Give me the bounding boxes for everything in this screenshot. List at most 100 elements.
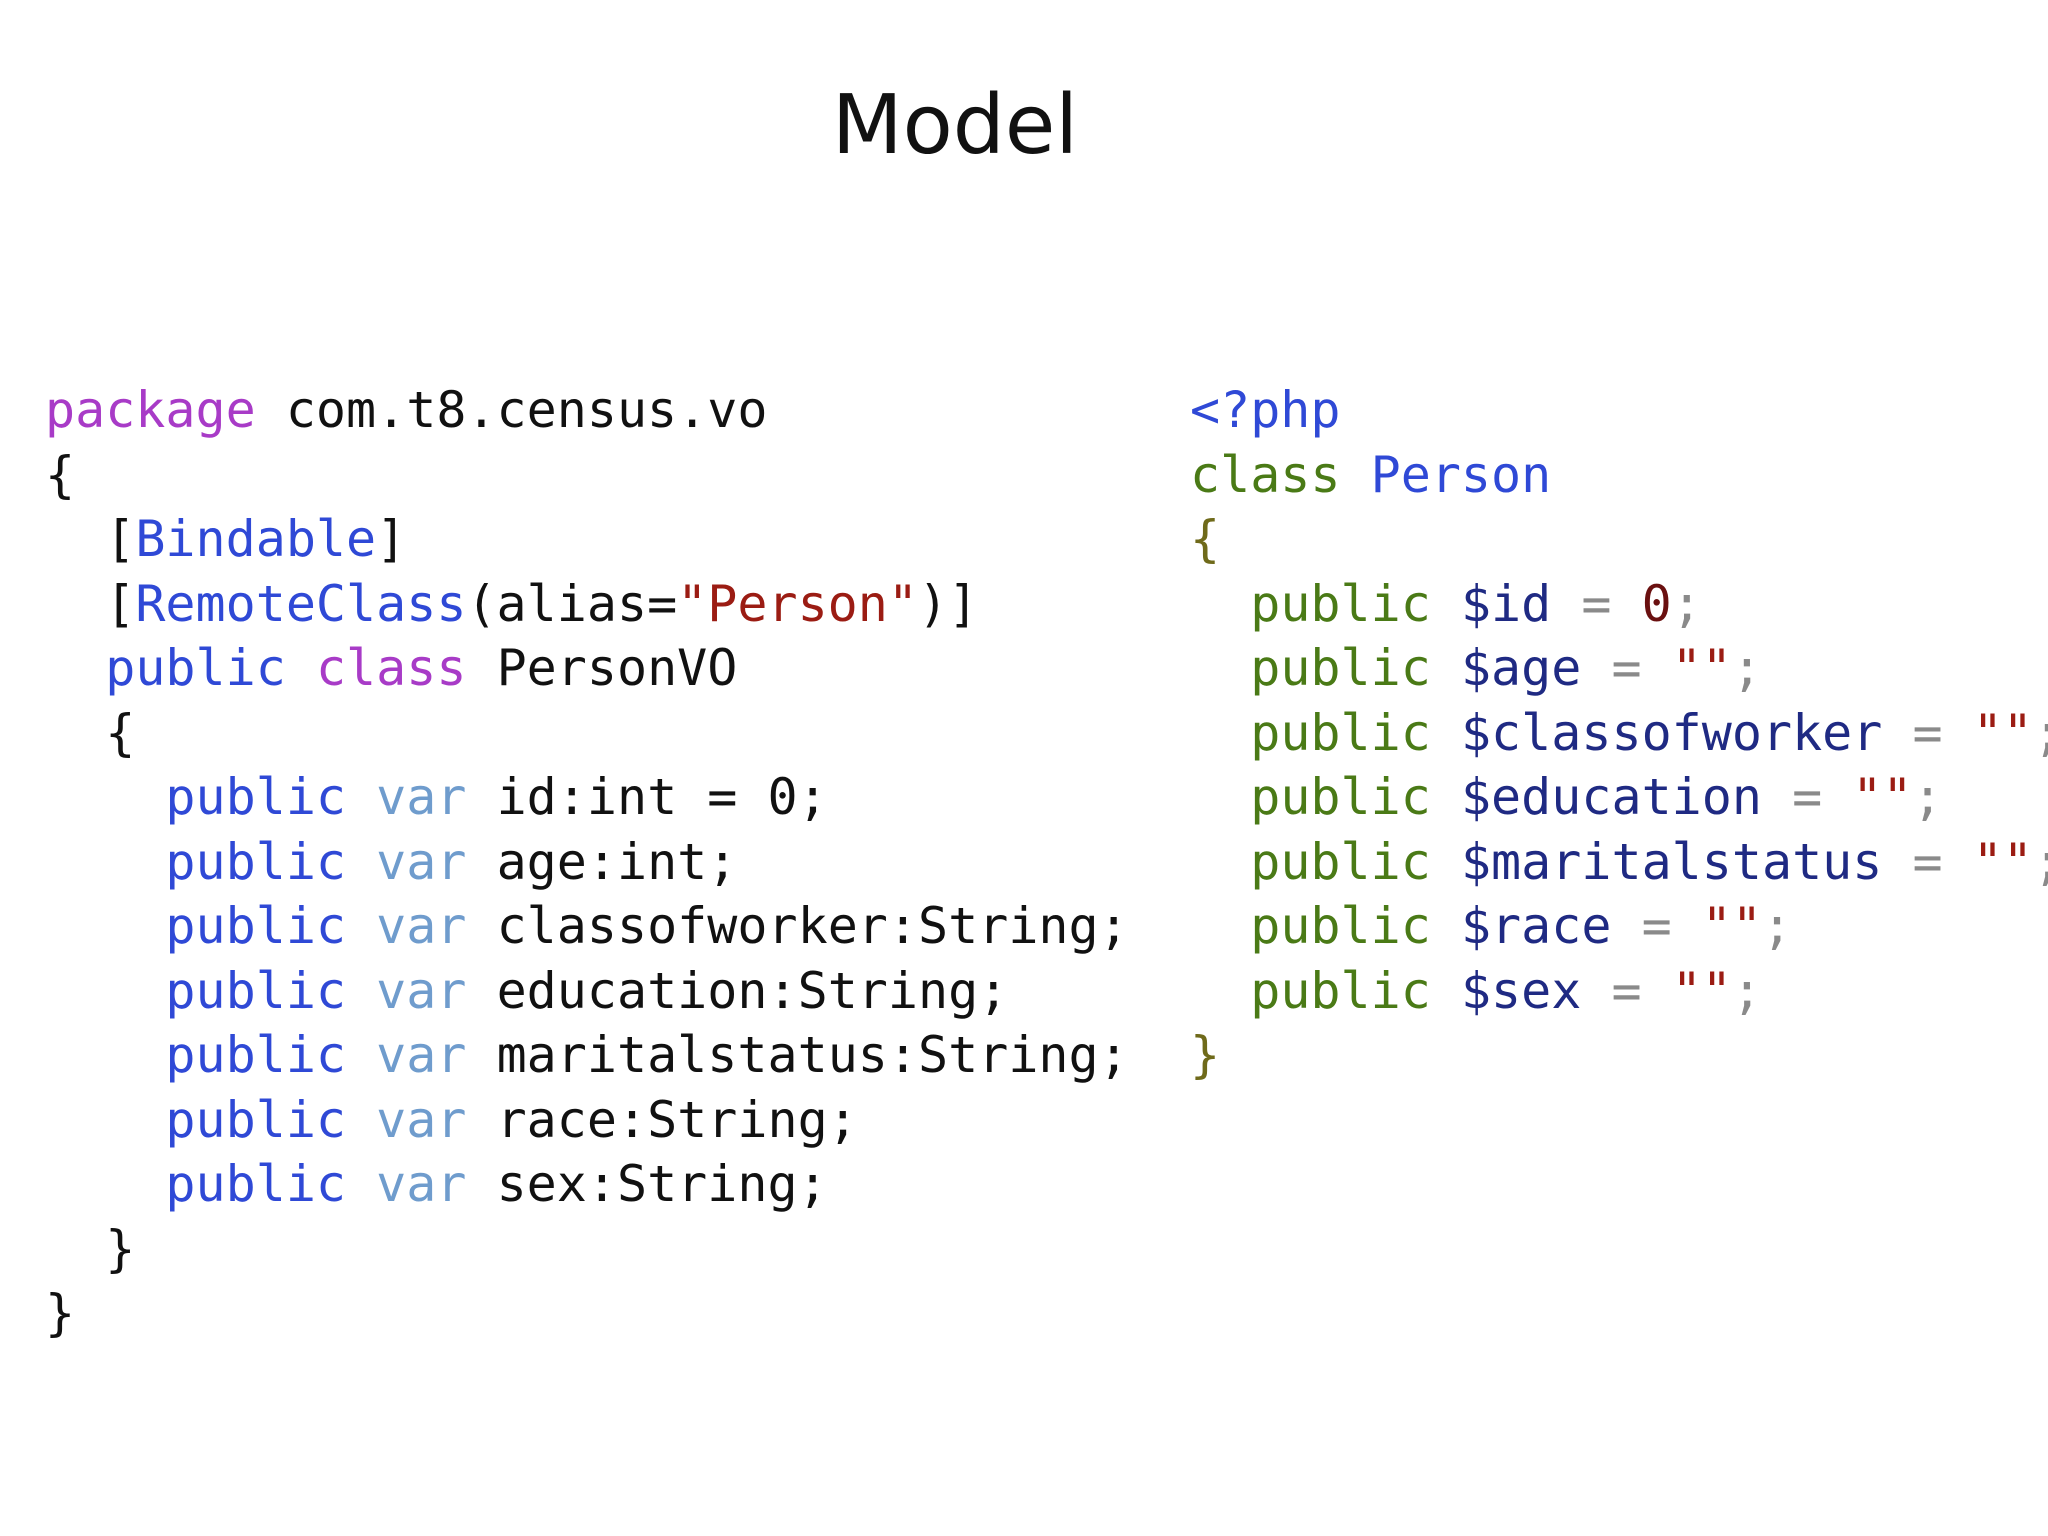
code-token: { — [45, 703, 136, 762]
code-token: $id — [1460, 574, 1552, 633]
code-token: $maritalstatus — [1460, 832, 1883, 891]
code-token — [1190, 833, 1250, 891]
code-token: = — [1551, 574, 1642, 633]
code-token — [1190, 575, 1250, 633]
code-token: 0 — [1641, 574, 1672, 633]
code-token: public — [105, 639, 286, 697]
actionscript-code-line: public class PersonVO — [45, 636, 1129, 701]
code-token — [346, 1026, 376, 1084]
code-token: public — [1250, 961, 1431, 1020]
code-token: $race — [1460, 897, 1612, 955]
code-token: = — [1882, 703, 1973, 762]
code-token: public — [165, 1026, 347, 1084]
code-token — [1431, 897, 1461, 955]
code-token — [1431, 704, 1461, 762]
php-code-line: } — [1190, 1023, 2048, 1088]
php-code-line: public $maritalstatus = ""; — [1190, 830, 2048, 895]
code-token: var — [376, 768, 467, 826]
code-token — [1190, 704, 1250, 762]
code-token: PersonVO — [466, 639, 738, 697]
code-token — [346, 962, 376, 1020]
code-token: [ — [45, 574, 136, 633]
code-token: "" — [1701, 897, 1762, 955]
code-token: = — [1761, 768, 1853, 826]
code-token: ; — [1912, 768, 1943, 826]
code-token: <?php — [1190, 381, 1341, 439]
code-token — [1190, 768, 1250, 826]
code-token — [45, 962, 165, 1020]
code-token — [45, 1026, 165, 1084]
code-token: "Person" — [677, 574, 918, 633]
code-token: "" — [1972, 703, 2033, 762]
code-token: public — [1250, 768, 1431, 826]
code-token: [ — [45, 510, 136, 568]
actionscript-code-line: public var maritalstatus:String; — [45, 1023, 1129, 1088]
code-token: RemoteClass — [135, 574, 467, 633]
code-token: race:String; — [466, 1090, 858, 1149]
code-token: ; — [1762, 897, 1793, 955]
code-token: } — [45, 1219, 136, 1278]
code-token: var — [376, 1090, 467, 1149]
actionscript-code-line: [RemoteClass(alias="Person")] — [45, 572, 1129, 637]
code-token — [1190, 897, 1250, 955]
code-token: ; — [2033, 704, 2048, 762]
code-token: public — [165, 961, 347, 1020]
code-token: } — [1190, 1026, 1221, 1084]
code-token: )] — [918, 574, 979, 633]
code-token: $education — [1460, 768, 1762, 826]
code-token: "" — [1972, 832, 2033, 891]
code-token: education:String; — [466, 961, 1009, 1020]
php-code-line: public $sex = ""; — [1190, 959, 2048, 1024]
code-token: ] — [376, 510, 407, 568]
code-token: Person — [1370, 445, 1552, 504]
code-token: class — [315, 639, 467, 697]
code-token — [45, 897, 165, 955]
actionscript-code-line: public var id:int = 0; — [45, 765, 1129, 830]
code-token — [45, 768, 165, 826]
code-token: { — [1190, 510, 1221, 568]
actionscript-code-line: package com.t8.census.vo — [45, 378, 1129, 443]
code-token — [346, 1155, 376, 1213]
code-token: ; — [1731, 639, 1763, 697]
php-code-line: public $race = ""; — [1190, 894, 2048, 959]
code-token: maritalstatus:String; — [466, 1026, 1129, 1084]
code-token — [1431, 575, 1461, 633]
code-token: "" — [1671, 961, 1732, 1020]
code-token — [1431, 962, 1461, 1020]
code-token: class — [1190, 445, 1341, 504]
code-token — [1431, 768, 1461, 826]
php-code-line: public $id = 0; — [1190, 572, 2048, 637]
code-token — [346, 897, 376, 955]
code-token: (alias= — [466, 574, 678, 633]
code-token — [286, 639, 316, 697]
php-code-line: public $classofworker = ""; — [1190, 701, 2048, 766]
code-token — [45, 1155, 165, 1213]
code-token: $classofworker — [1460, 703, 1883, 762]
actionscript-code-line: public var race:String; — [45, 1088, 1129, 1153]
code-token: Bindable — [135, 510, 377, 568]
code-token — [1431, 639, 1461, 697]
code-token: "" — [1852, 768, 1913, 826]
code-token: } — [45, 1284, 76, 1342]
code-token: = — [1882, 832, 1973, 891]
code-token: public — [1250, 703, 1431, 762]
code-token — [346, 833, 376, 891]
code-token: public — [1250, 897, 1431, 955]
actionscript-code-line: { — [45, 701, 1129, 766]
code-token: ; — [2033, 833, 2048, 891]
code-token: classofworker:String; — [466, 897, 1129, 955]
code-token: sex:String; — [466, 1155, 828, 1213]
actionscript-code-line: public var education:String; — [45, 959, 1129, 1024]
code-token — [1190, 962, 1250, 1020]
code-token: = — [1581, 639, 1672, 697]
actionscript-code-line: public var sex:String; — [45, 1152, 1129, 1217]
php-code-line: class Person — [1190, 443, 2048, 508]
code-token — [1341, 446, 1371, 504]
code-token — [1431, 833, 1461, 891]
actionscript-code-line: { — [45, 443, 1129, 508]
code-token: $age — [1460, 639, 1582, 697]
php-code-line: public $age = ""; — [1190, 636, 2048, 701]
code-token: ; — [1671, 574, 1702, 633]
code-token: = — [1611, 897, 1702, 955]
